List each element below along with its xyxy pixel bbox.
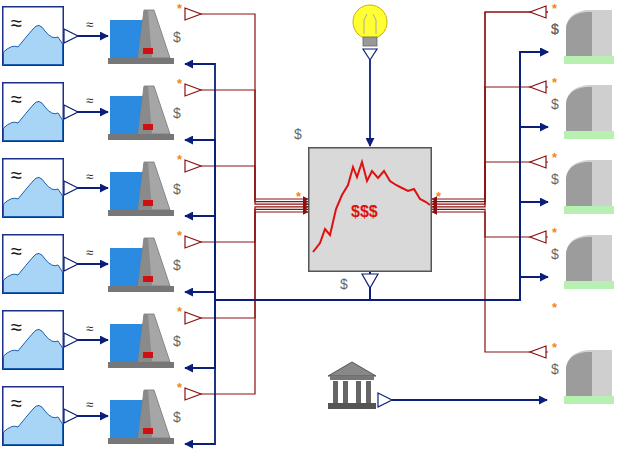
thermal-plant-node: $	[548, 231, 614, 289]
thermal-plant-node: $	[548, 6, 614, 64]
offer-line	[185, 166, 308, 204]
inflow-symbol: ≈	[11, 393, 22, 413]
inflow-symbol: ≈	[11, 317, 22, 337]
flow-arrow	[185, 272, 370, 368]
star-mark: *	[177, 381, 182, 394]
flow-arrow	[185, 272, 370, 300]
thermal-plant-node: $	[548, 81, 614, 139]
star-mark: *	[552, 2, 557, 15]
thermal-plant-node: $	[548, 156, 614, 214]
offer-line	[185, 212, 308, 394]
reservoir-node: $	[108, 386, 185, 448]
market-box: $$$$	[308, 147, 432, 272]
price-symbol: $	[551, 172, 559, 186]
offer-line	[185, 209, 308, 318]
price-label: $$$	[351, 204, 378, 220]
inflow-symbol: ≈	[11, 165, 22, 185]
inflow-symbol: ≈	[11, 241, 22, 261]
inflow-symbol: ≈	[86, 170, 93, 183]
price-symbol: $	[173, 258, 181, 272]
price-symbol: $	[173, 410, 181, 424]
dam-output-port	[185, 8, 201, 400]
inflow-box: ≈	[2, 158, 64, 218]
inflow-symbol: ≈	[86, 94, 93, 107]
price-symbol: $	[173, 106, 181, 120]
flow-arrow	[185, 272, 370, 444]
star-mark: *	[296, 190, 301, 203]
offer-line	[432, 12, 548, 199]
bank-icon	[328, 362, 547, 409]
inflow-symbol: ≈	[86, 398, 93, 411]
star-mark: *	[177, 2, 182, 15]
star-mark: *	[177, 229, 182, 242]
price-symbol: $	[173, 182, 181, 196]
inflow-box: ≈	[2, 82, 64, 142]
star-mark: *	[177, 153, 182, 166]
star-mark: *	[552, 301, 557, 314]
reservoir-node: $	[108, 82, 185, 144]
inflow-box: ≈	[2, 6, 64, 66]
reservoir-node: $	[108, 158, 185, 220]
star-mark: *	[552, 76, 557, 89]
offer-line	[432, 212, 548, 352]
offer-line	[185, 14, 308, 199]
offer-line	[432, 209, 548, 237]
price-symbol: $	[173, 334, 181, 348]
inflow-symbol: ≈	[11, 13, 22, 33]
market-output-port	[362, 274, 378, 288]
star-mark: *	[177, 305, 182, 318]
star-mark: *	[436, 190, 441, 203]
inflow-port	[64, 29, 78, 423]
inflow-symbol: ≈	[86, 322, 93, 335]
star-mark: *	[177, 77, 182, 90]
inflow-box: ≈	[2, 386, 64, 446]
star-mark: *	[552, 151, 557, 164]
plant-output-port	[530, 6, 546, 358]
inflow-box: ≈	[2, 310, 64, 370]
price-symbol: $	[551, 247, 559, 261]
reservoir-node: $	[108, 310, 185, 372]
reservoir-node: $	[108, 234, 185, 296]
thermal-plant-node: $	[548, 346, 614, 404]
offer-line	[185, 90, 308, 202]
price-symbol: $	[340, 277, 348, 291]
inflow-symbol: ≈	[11, 89, 22, 109]
offer-line	[432, 162, 548, 207]
price-symbol: $	[551, 22, 559, 36]
offer-line	[432, 12, 548, 202]
inflow-symbol: ≈	[86, 18, 93, 31]
price-symbol: $	[551, 97, 559, 111]
offer-line	[432, 87, 548, 204]
demand-bulb	[353, 5, 387, 146]
price-symbol: $	[551, 362, 559, 376]
price-symbol: $	[294, 127, 302, 141]
star-mark: *	[552, 341, 557, 354]
inflow-symbol: ≈	[86, 246, 93, 259]
flow-arrow	[370, 272, 548, 300]
star-mark: *	[552, 226, 557, 239]
reservoir-node: $	[108, 6, 185, 68]
price-symbol: $	[173, 30, 181, 44]
inflow-box: ≈	[2, 234, 64, 294]
